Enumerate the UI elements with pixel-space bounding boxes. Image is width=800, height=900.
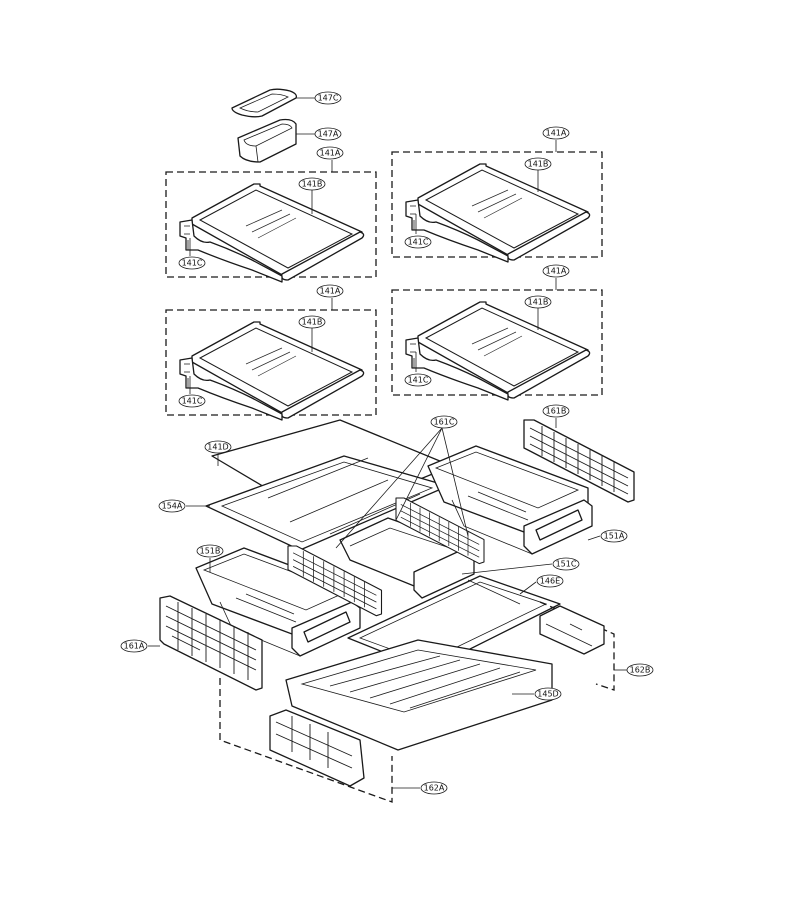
svg-text:161C: 161C: [434, 418, 455, 427]
crisper-drawer-151c: [339, 517, 475, 599]
svg-text:141C: 141C: [408, 376, 429, 385]
callout-151b: 151B: [196, 544, 224, 558]
svg-text:141B: 141B: [302, 180, 323, 189]
bin-147a: [237, 118, 297, 163]
shelf-assembly-3: [165, 309, 377, 421]
svg-text:151A: 151A: [604, 532, 625, 541]
svg-text:141A: 141A: [546, 129, 567, 138]
callout-162a: 162A: [420, 781, 448, 795]
callout-141b-3: 141B: [298, 315, 326, 329]
svg-text:141C: 141C: [182, 397, 203, 406]
crisper-cover-frame-154a: [205, 455, 449, 551]
callout-141c-4: 141C: [404, 373, 432, 387]
svg-text:162A: 162A: [424, 784, 445, 793]
svg-text:147C: 147C: [318, 94, 339, 103]
bin-cover-147c: [231, 88, 298, 118]
callout-141b-4: 141B: [524, 295, 552, 309]
svg-text:147A: 147A: [318, 130, 339, 139]
leader-lines: [148, 97, 628, 789]
shelf-assembly-1: [165, 171, 377, 283]
callout-141a-3: 141A: [316, 284, 344, 298]
svg-text:141C: 141C: [182, 259, 203, 268]
svg-text:141A: 141A: [320, 149, 341, 158]
svg-text:141A: 141A: [320, 287, 341, 296]
svg-text:141D: 141D: [207, 443, 228, 452]
callout-151a: 151A: [600, 529, 628, 543]
svg-text:151C: 151C: [556, 560, 577, 569]
callout-154a: 154A: [158, 499, 186, 513]
svg-text:141B: 141B: [528, 298, 549, 307]
callout-141a-4: 141A: [542, 264, 570, 278]
svg-text:161A: 161A: [124, 642, 145, 651]
callout-151c: 151C: [552, 557, 580, 571]
callout-145d: 145D: [534, 687, 562, 701]
callout-141d: 141D: [204, 440, 232, 454]
svg-text:154A: 154A: [162, 502, 183, 511]
rail-assembly-162b: [539, 601, 615, 691]
callout-141a-2: 141A: [542, 126, 570, 140]
callout-141c-2: 141C: [404, 235, 432, 249]
callout-161a: 161A: [120, 639, 148, 653]
callout-141b-1: 141B: [298, 177, 326, 191]
svg-text:141C: 141C: [408, 238, 429, 247]
shelf-assembly-4: [391, 289, 603, 401]
svg-text:151B: 151B: [200, 547, 221, 556]
svg-text:141B: 141B: [302, 318, 323, 327]
callout-141c-1: 141C: [178, 256, 206, 270]
callout-147c: 147C: [314, 91, 342, 105]
callout-141b-2: 141B: [524, 157, 552, 171]
callout-161c: 161C: [430, 415, 458, 429]
svg-text:146E: 146E: [540, 577, 560, 586]
callout-161b: 161B: [542, 404, 570, 418]
callout-147a: 147A: [314, 127, 342, 141]
svg-text:141A: 141A: [546, 267, 567, 276]
svg-text:141B: 141B: [528, 160, 549, 169]
shelf-assembly-2: [391, 151, 603, 263]
svg-text:145D: 145D: [537, 690, 558, 699]
svg-text:162B: 162B: [630, 666, 651, 675]
svg-text:161B: 161B: [546, 407, 567, 416]
callout-141c-3: 141C: [178, 394, 206, 408]
drawer-rail-161a: [159, 595, 263, 691]
callout-146e: 146E: [536, 574, 564, 588]
callout-141a-1: 141A: [316, 146, 344, 160]
rail-assembly-162a: [219, 678, 393, 803]
callout-162b: 162B: [626, 663, 654, 677]
